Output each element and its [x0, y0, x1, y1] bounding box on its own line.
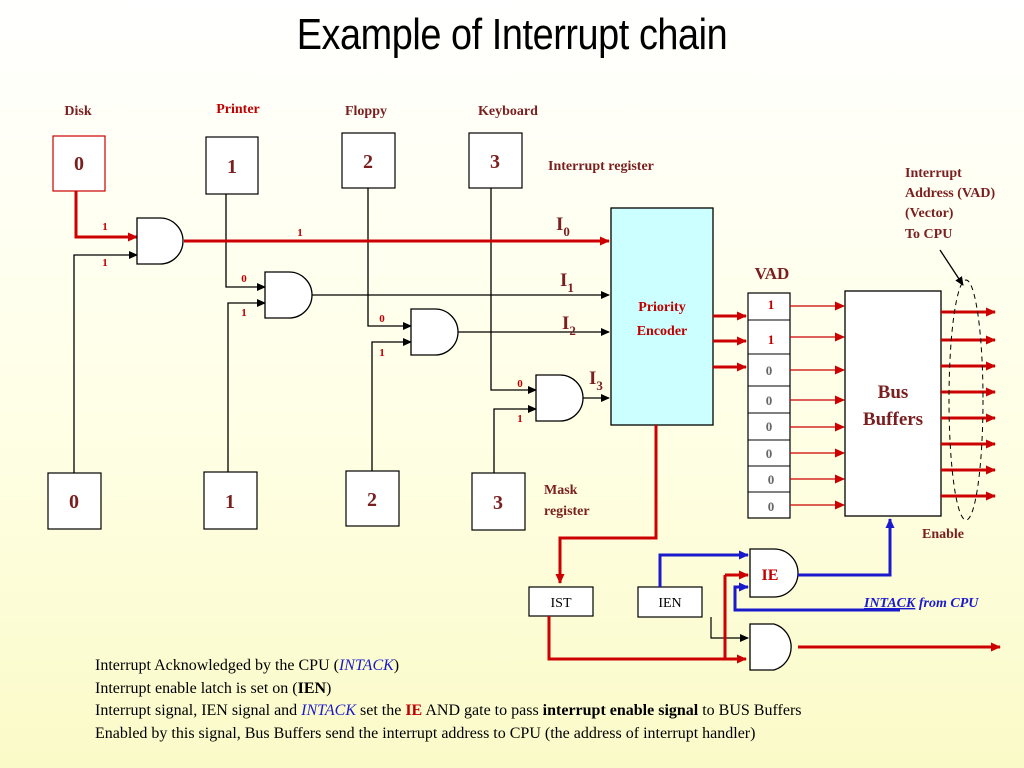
vad-bit-0: 1 — [768, 297, 775, 312]
vad-register-frame — [747, 292, 791, 519]
mask-register-label-line2: register — [544, 504, 590, 519]
floppy-wire — [367, 188, 412, 330]
disk-wire — [74, 191, 138, 242]
ist-label: IST — [551, 596, 572, 611]
mask-register: 0 1 2 3 — [47, 470, 526, 531]
gate2-in-b-bit: 1 — [379, 347, 385, 359]
lower-and-gate — [749, 623, 792, 671]
mask-register-bit-3 — [471, 472, 526, 531]
ien-box — [637, 586, 703, 618]
gate2-in-a-bit: 0 — [379, 313, 385, 325]
vad-note-pointer — [939, 249, 964, 286]
interrupt-register-bit-2 — [341, 132, 396, 189]
ist-box — [528, 586, 594, 617]
vad-bit-6: 0 — [768, 472, 775, 487]
mask-register-value-2: 2 — [367, 489, 377, 511]
vad-note-line3: (Vector) — [905, 206, 954, 221]
device-label-disk: Disk — [64, 104, 91, 119]
i1-label: I1 — [560, 270, 574, 295]
and-gate-2 — [410, 308, 459, 356]
gate3-in-b-bit: 1 — [517, 413, 523, 425]
priority-encoder-label-line1: Priority — [638, 300, 685, 315]
vad-bit-7: 0 — [768, 499, 775, 514]
device-label-keyboard: Keyboard — [478, 104, 538, 119]
mask3-wire — [493, 405, 537, 473]
device-label-floppy: Floppy — [345, 104, 387, 119]
note-line-3: Interrupt signal, IEN signal and INTACK … — [95, 702, 802, 719]
interrupt-register-value-2: 2 — [363, 151, 373, 173]
vad-label: VAD — [755, 264, 790, 283]
gate1-in-b-bit: 1 — [241, 307, 247, 319]
note-line-4: Enabled by this signal, Bus Buffers send… — [95, 724, 756, 742]
interrupt-register: 0 1 2 3 — [52, 132, 523, 195]
ien-lower-gate-wire — [710, 617, 749, 642]
mask-register-value-3: 3 — [493, 492, 503, 514]
ien-label: IEN — [658, 596, 681, 611]
i3-label: I3 — [589, 368, 603, 393]
vad-bit-3: 0 — [766, 393, 773, 408]
and-gate-0 — [136, 217, 184, 265]
mask0-wire — [73, 251, 138, 473]
vad-bit-4: 0 — [766, 419, 773, 434]
mask-register-bit-1 — [203, 471, 258, 530]
vad-bit-1: 1 — [768, 332, 775, 347]
keyboard-wire — [490, 188, 537, 394]
encoder-ist-line — [555, 425, 658, 584]
gate0-in-b-bit: 1 — [102, 257, 108, 269]
gate3-in-a-bit: 0 — [517, 378, 523, 390]
i0-label: I0 — [556, 214, 570, 239]
bus-buffers-label-line2: Buffers — [863, 409, 923, 430]
gate0-out-bit: 1 — [297, 227, 303, 239]
interrupt-register-value-1: 1 — [227, 156, 237, 178]
vad-bit-5: 0 — [766, 446, 773, 461]
device-label-printer: Printer — [216, 102, 260, 117]
mask2-wire — [371, 338, 412, 471]
interrupt-register-value-3: 3 — [490, 151, 500, 173]
ie-and-gate — [749, 548, 799, 598]
interrupt-register-value-0: 0 — [74, 153, 84, 175]
intack-label: INTACK from CPU — [863, 596, 979, 611]
gate1-in-a-bit: 0 — [241, 273, 247, 285]
ie-enable-line — [798, 518, 895, 577]
address-bus-out — [941, 307, 996, 501]
ien-ie-line — [658, 550, 749, 587]
slide-title: Example of Interrupt chain — [296, 10, 728, 59]
mask-register-label-line1: Mask — [544, 483, 578, 498]
mask-register-value-1: 1 — [225, 491, 235, 513]
vad-note-line2: Address (VAD) — [905, 186, 995, 201]
bus-buffers-label-line1: Bus — [878, 382, 909, 403]
and-gate-3 — [535, 374, 584, 422]
vad-bit-2: 0 — [766, 363, 773, 378]
bus-buffers — [844, 290, 942, 517]
mask1-wire — [227, 299, 266, 472]
vad-note-line1: Interrupt — [905, 166, 962, 181]
interrupt-register-label: Interrupt register — [548, 159, 654, 174]
mask-register-value-0: 0 — [69, 491, 79, 513]
interrupt-register-bit-1 — [205, 136, 259, 195]
vad-bus-ellipse — [948, 279, 984, 521]
mask-register-bit-2 — [345, 470, 400, 527]
gate0-in-a-bit: 1 — [102, 221, 108, 233]
i2-label: I2 — [562, 313, 576, 338]
printer-wire — [225, 194, 266, 291]
vad-note-line4: To CPU — [905, 227, 952, 242]
note-line-1: Interrupt Acknowledged by the CPU (INTAC… — [95, 657, 400, 674]
enable-label: Enable — [922, 527, 964, 542]
interrupt-register-bit-3 — [468, 132, 523, 189]
priority-encoder — [610, 207, 714, 426]
vad-register: 1 1 0 0 0 0 0 0 — [747, 292, 791, 519]
mask-register-bit-0 — [47, 472, 102, 530]
intack-line — [733, 582, 900, 612]
interrupt-register-bit-0 — [52, 135, 106, 192]
and-gate-1 — [264, 271, 313, 319]
ie-label: IE — [762, 567, 779, 584]
note-line-2: Interrupt enable latch is set on (IEN) — [95, 679, 332, 697]
explanation-notes: Interrupt Acknowledged by the CPU (INTAC… — [95, 655, 1015, 745]
ist-gate-line — [547, 616, 747, 664]
vad-bus-lines — [790, 301, 845, 510]
priority-encoder-label-line2: Encoder — [637, 324, 688, 339]
